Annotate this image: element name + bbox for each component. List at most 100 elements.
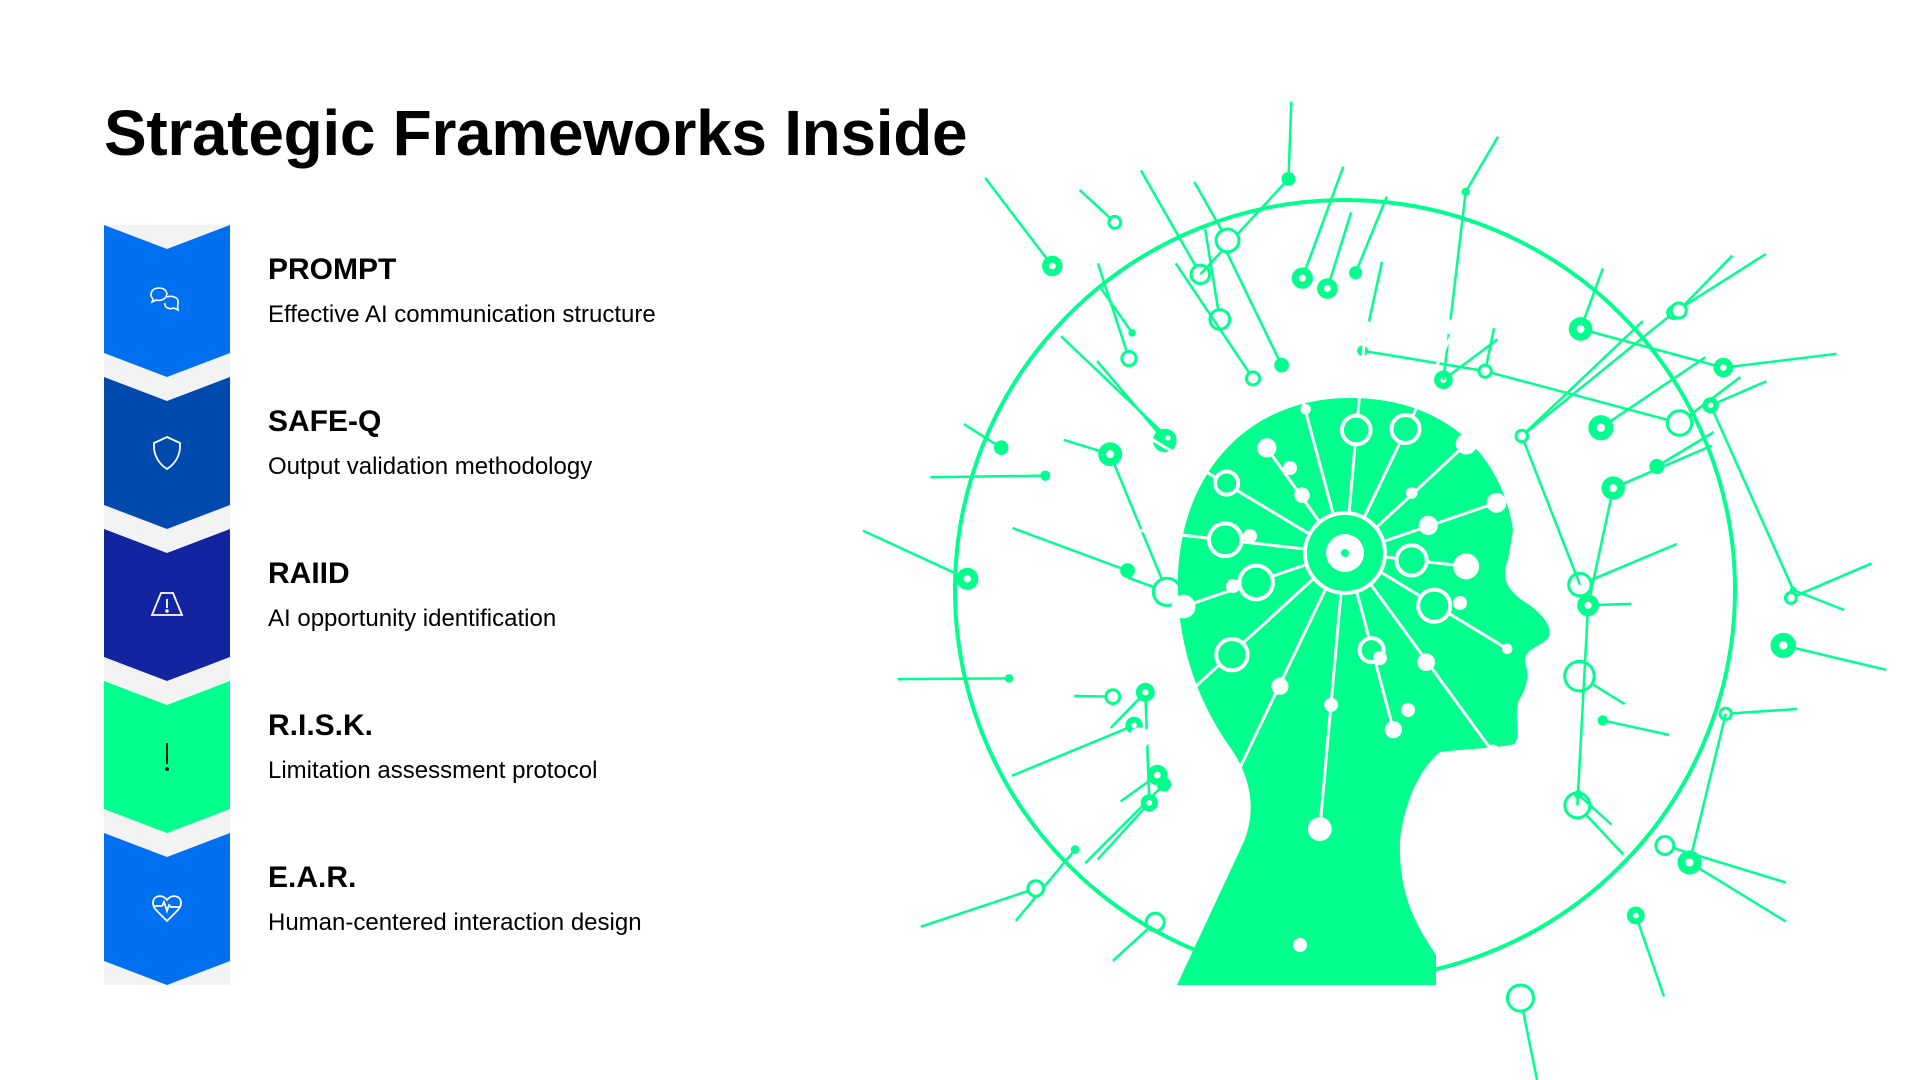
network-node-center [1165,435,1171,441]
head-node [1324,697,1339,712]
network-node [1573,789,1583,799]
network-line [963,423,1002,449]
framework-prompt: PROMPT Effective AI communication struct… [268,253,656,329]
chat-bubbles-icon [150,287,180,312]
network-line [1709,404,1795,591]
head-node [1384,720,1403,739]
head-node [1501,643,1513,655]
central-hub [1303,511,1387,595]
network-line [1612,444,1713,490]
network-line [1521,311,1675,437]
network-line [1012,526,1128,572]
network-node-center [1596,423,1606,432]
head-node [1300,404,1311,415]
network-node [1070,845,1080,854]
network-line [1688,713,1727,863]
network-line [1287,101,1293,179]
central-hub-dot [1341,549,1349,557]
head-node [1115,517,1139,541]
head-node [1171,594,1196,619]
network-line [1688,861,1787,923]
network-line [1672,252,1767,314]
head-node [1124,420,1136,432]
network-node [1783,590,1798,605]
network-node-center [1685,858,1694,867]
network-node [1281,171,1296,186]
network-node [1274,357,1289,373]
head-node [1261,279,1286,304]
network-line [1576,605,1590,806]
head-node [1405,487,1418,499]
network-line [1710,380,1767,407]
network-line [897,677,1010,681]
network-node [1665,409,1694,437]
network-line [1723,352,1837,369]
head-dot [1453,596,1467,610]
head-node [1453,553,1480,580]
exclamation-icon [165,743,169,771]
network-line [920,887,1037,928]
network-node [1505,983,1535,1013]
network-node [1040,470,1051,481]
framework-name: RAIID [268,557,350,590]
network-node-center [963,575,972,583]
head-dot [1243,529,1257,543]
network-node-center [1779,641,1788,650]
network-line [1011,724,1135,777]
network-line [1100,287,1134,334]
network-node-center [1720,364,1727,371]
network-line [1362,349,1486,373]
network-line [1520,435,1582,586]
network-line [1139,169,1202,275]
head-ring-node [1416,587,1453,624]
network-line [862,529,968,580]
network-node [1461,187,1470,196]
network-node-center [1048,262,1056,270]
head-ring-node [1237,563,1275,602]
head-dot [1293,938,1307,952]
network-line [1725,707,1798,715]
head-node [1418,515,1438,536]
network-line [1579,542,1678,586]
network-node [1349,266,1363,280]
network-node-center [1153,771,1161,779]
network-node-center [1142,689,1149,696]
network-line [1677,254,1734,312]
shield-icon [153,436,181,471]
framework-description: Output validation methodology [268,453,593,480]
inner-network [1115,279,1513,952]
head-node [1455,433,1477,455]
head-node [1294,487,1310,503]
head-node [1215,783,1239,807]
network-node-center [1707,402,1714,409]
network-line [1144,692,1151,803]
network-line [1223,246,1283,366]
network-line [1782,644,1887,671]
head-line [1271,291,1335,514]
network-line [1442,191,1467,380]
network-line [1577,793,1613,826]
network-node [993,440,1009,455]
network-line [1600,356,1706,429]
framework-name: PROMPT [268,253,397,286]
network-line [1096,802,1151,861]
network-line [1354,196,1388,274]
framework-name: E.A.R. [268,861,357,894]
framework-raiid: RAIID AI opportunity identification [268,557,556,633]
framework-description: Human-centered interaction design [268,909,642,936]
network-node [1654,835,1676,856]
network-line [1484,369,1680,425]
chevron-prompt [104,225,230,377]
head-ring-node [1214,636,1250,673]
network-node [1004,674,1014,683]
network-node-center [1131,722,1137,729]
framework-name: R.I.S.K. [268,709,374,742]
network-line [1078,189,1116,224]
network-node [1214,227,1241,254]
framework-description: Limitation assessment protocol [268,757,598,784]
network-line [1326,212,1353,289]
network-node [1128,329,1136,337]
network-node-center [1584,601,1592,609]
network-node-center [1106,450,1115,459]
network-line [1464,136,1500,193]
